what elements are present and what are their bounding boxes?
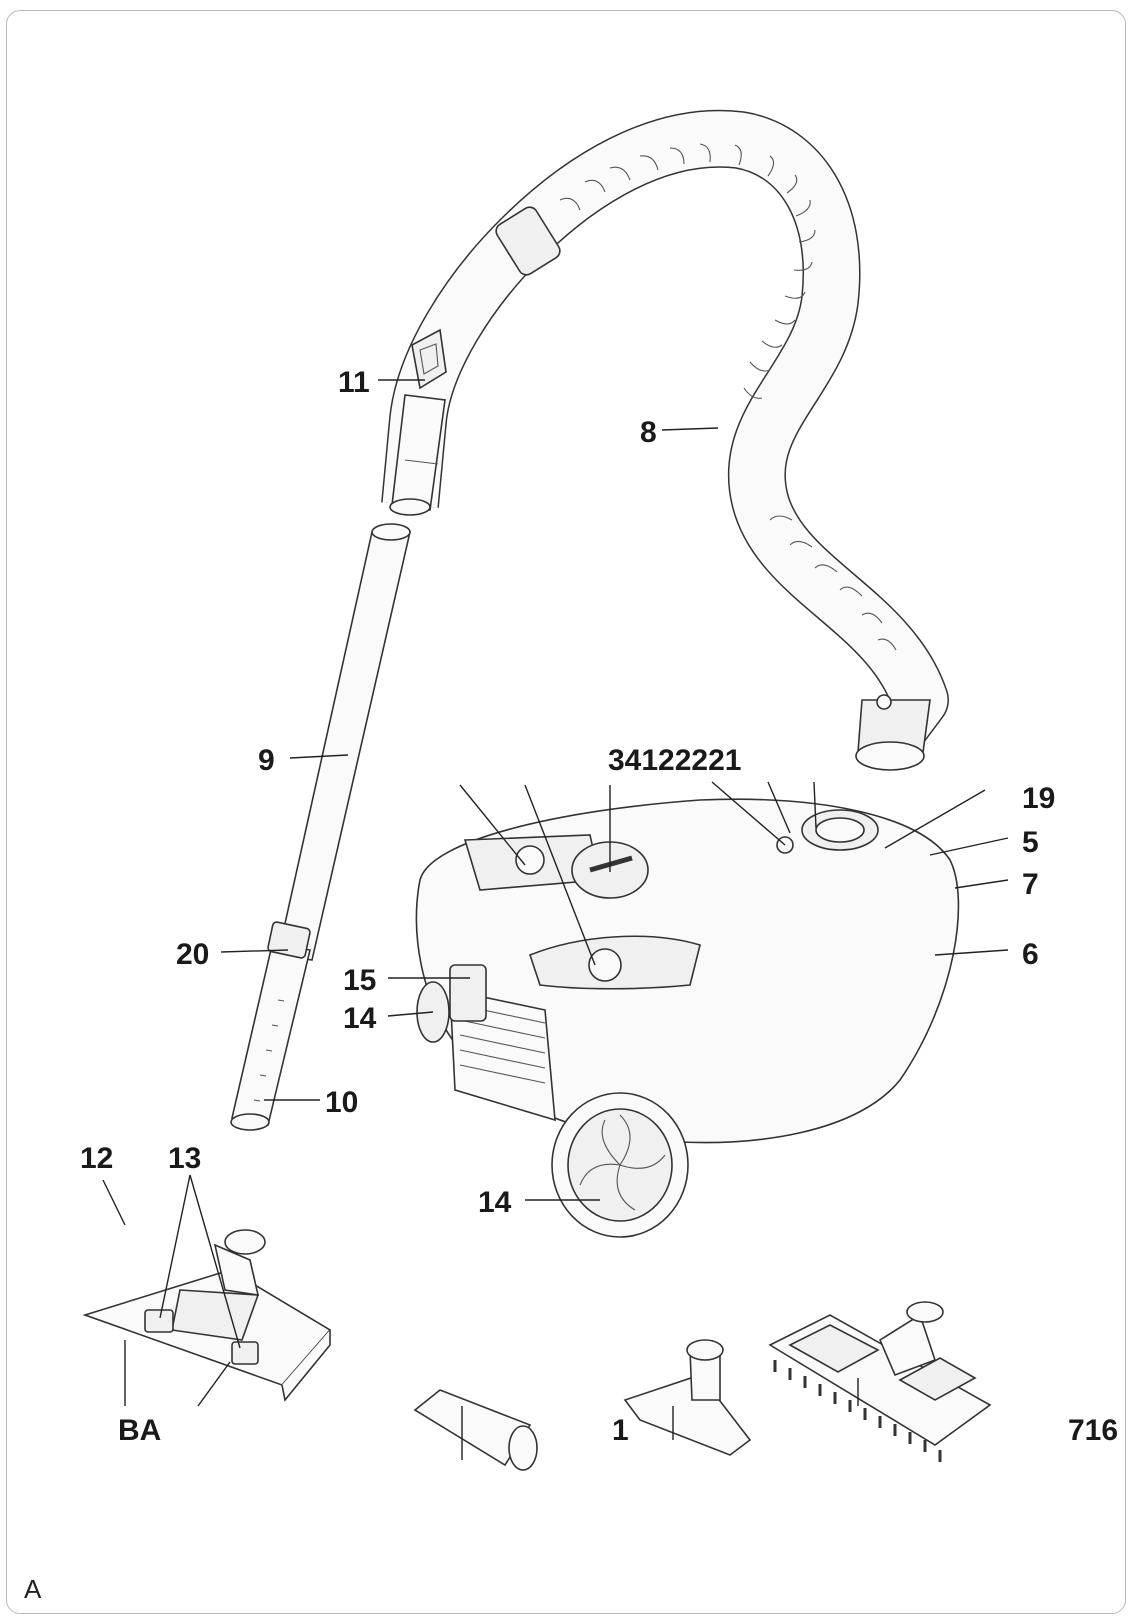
callout-8: 8 — [640, 416, 657, 449]
crevice-tool — [413, 1389, 538, 1471]
callout-9: 9 — [258, 744, 275, 777]
callout-labels: 11 8 9 20 15 14 10 12 13 14 34122221 19 … — [24, 366, 1118, 1604]
hose-handle — [389, 328, 447, 516]
callout-13: 13 — [168, 1142, 201, 1175]
callout-15: 15 — [343, 964, 376, 997]
callout-group-top: 34122221 — [608, 744, 741, 777]
callout-10: 10 — [325, 1086, 358, 1119]
vacuum-body — [415, 798, 960, 1238]
callout-19: 19 — [1022, 782, 1055, 815]
page-frame — [6, 10, 1126, 1614]
callout-12: 12 — [80, 1142, 113, 1175]
telescopic-tube — [230, 523, 412, 1131]
callout-1: 1 — [612, 1414, 629, 1447]
callout-7: 7 — [1022, 868, 1039, 901]
hose — [381, 109, 949, 771]
callout-ba: BA — [118, 1414, 161, 1447]
callout-716: 716 — [1068, 1414, 1118, 1447]
parquet-brush — [768, 1301, 992, 1462]
callout-14-side: 14 — [343, 1002, 377, 1035]
callout-5: 5 — [1022, 826, 1039, 859]
floor-nozzle — [82, 1229, 332, 1402]
callout-14-wheel: 14 — [478, 1186, 512, 1219]
callout-11: 11 — [338, 366, 370, 399]
callout-6: 6 — [1022, 938, 1039, 971]
figure-letter: A — [24, 1574, 42, 1604]
callout-20: 20 — [176, 938, 209, 971]
upholstery-nozzle — [623, 1339, 752, 1456]
leader-lines — [102, 379, 1009, 1460]
